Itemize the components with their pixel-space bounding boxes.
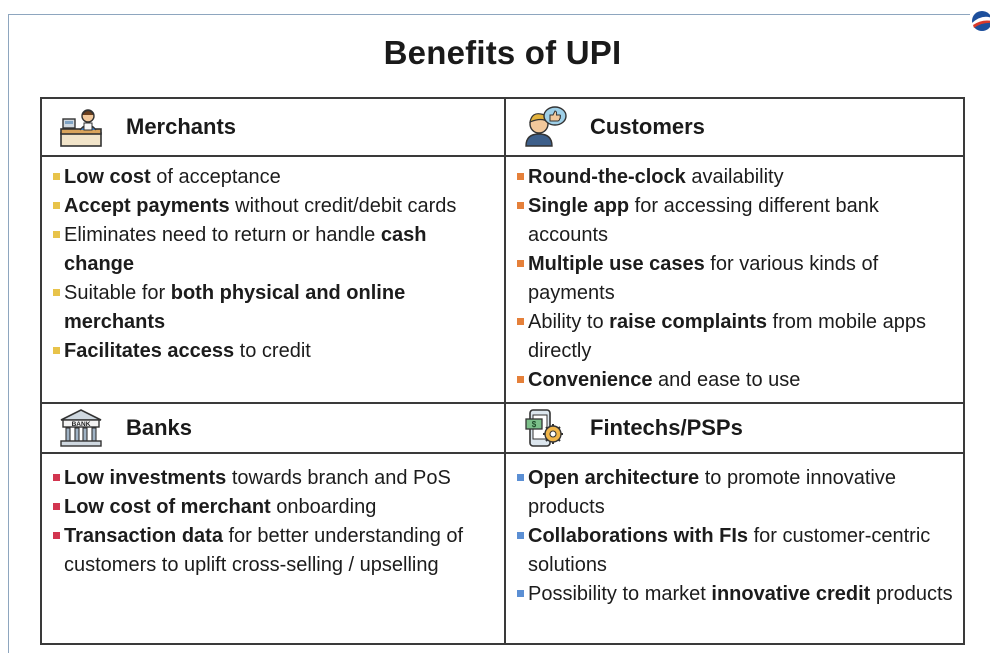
list-item: Low cost of merchant onboarding bbox=[50, 493, 496, 522]
customers-heading: Customers bbox=[590, 114, 705, 139]
fintechs-list: Open architecture to promote innovative … bbox=[506, 454, 965, 609]
merchants-header: Merchants bbox=[42, 99, 504, 155]
frame-left-border bbox=[8, 14, 9, 653]
svg-text:BANK: BANK bbox=[72, 421, 91, 428]
banks-heading: Banks bbox=[126, 415, 193, 440]
merchants-heading: Merchants bbox=[126, 114, 237, 139]
banks-list-cell: Low investments towards branch and PoS L… bbox=[42, 452, 504, 643]
merchant-shop-icon bbox=[60, 109, 102, 147]
bank-building-icon: BANK bbox=[60, 409, 102, 447]
svg-text:$: $ bbox=[532, 420, 537, 429]
list-item: Suitable for both physical and online me… bbox=[50, 279, 496, 337]
frame-top-border bbox=[8, 14, 970, 15]
list-item: Convenience and ease to use bbox=[514, 366, 957, 395]
list-item: Collaborations with FIs for customer-cen… bbox=[514, 522, 957, 580]
fintechs-header: $ Fintechs/PSPs bbox=[504, 402, 965, 452]
customers-header: Customers bbox=[504, 99, 965, 155]
fintechs-list-cell: Open architecture to promote innovative … bbox=[504, 452, 965, 643]
banks-header: BANK Banks bbox=[42, 402, 504, 452]
customers-list-cell: Round-the-clock availability Single app … bbox=[504, 155, 965, 402]
list-item: Facilitates access to credit bbox=[50, 337, 496, 366]
merchants-list-cell: Low cost of acceptance Accept payments w… bbox=[42, 155, 504, 402]
list-item: Single app for accessing different bank … bbox=[514, 192, 957, 250]
list-item: Possibility to market innovative credit … bbox=[514, 580, 957, 609]
merchants-list: Low cost of acceptance Accept payments w… bbox=[42, 157, 504, 366]
customers-list: Round-the-clock availability Single app … bbox=[506, 157, 965, 395]
benefits-grid: Merchants Customers Low cost of acceptan… bbox=[40, 97, 965, 645]
brand-logo-icon bbox=[972, 11, 990, 31]
list-item: Multiple use cases for various kinds of … bbox=[514, 250, 957, 308]
banks-list: Low investments towards branch and PoS L… bbox=[42, 454, 504, 580]
fintech-phone-gear-icon: $ bbox=[525, 409, 563, 447]
list-item: Low investments towards branch and PoS bbox=[50, 464, 496, 493]
list-item: Round-the-clock availability bbox=[514, 163, 957, 192]
page-title: Benefits of UPI bbox=[383, 34, 622, 71]
list-item: Open architecture to promote innovative … bbox=[514, 464, 957, 522]
list-item: Low cost of acceptance bbox=[50, 163, 496, 192]
list-item: Accept payments without credit/debit car… bbox=[50, 192, 496, 221]
list-item: Transaction data for better understandin… bbox=[50, 522, 496, 580]
list-item: Eliminates need to return or handle cash… bbox=[50, 221, 496, 279]
list-item: Ability to raise complaints from mobile … bbox=[514, 308, 957, 366]
fintechs-heading: Fintechs/PSPs bbox=[590, 415, 743, 440]
customer-thumbs-up-icon bbox=[525, 106, 567, 147]
